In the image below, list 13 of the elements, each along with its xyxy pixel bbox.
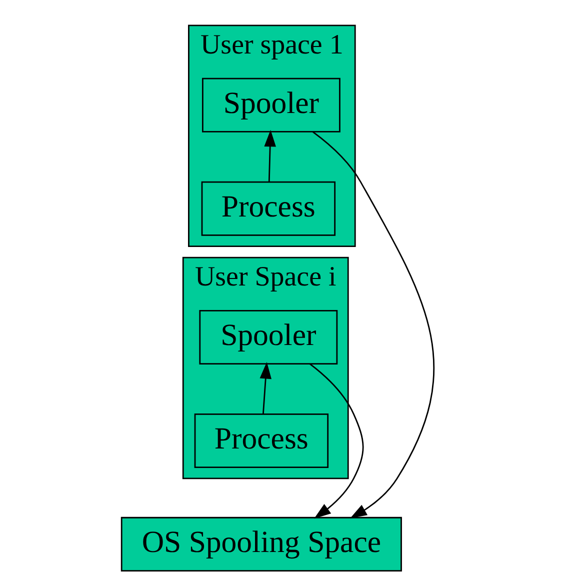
node-box: Spooler [202,78,340,132]
arrow [309,363,364,519]
cluster [182,256,348,480]
node-label: User Space i [194,262,336,293]
node-box: OS Spooling Space [120,516,402,572]
arrow [259,362,271,414]
arrow [312,131,434,518]
node-box: Process [200,181,336,236]
node-box: Process [194,413,328,468]
cluster [188,24,356,248]
node-box: Spooler [198,310,338,365]
arrow [264,130,276,182]
node-label: User space 1 [200,29,343,60]
